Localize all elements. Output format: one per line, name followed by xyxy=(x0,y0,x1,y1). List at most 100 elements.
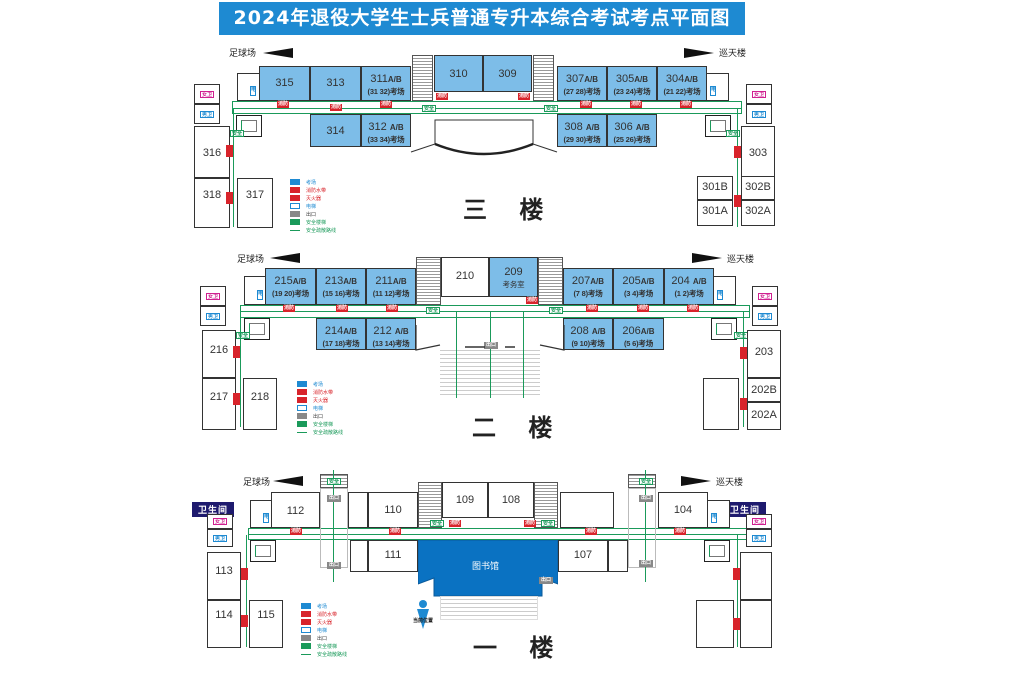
room-301b[interactable]: 301B xyxy=(697,176,733,200)
room-309[interactable]: 309 xyxy=(483,55,532,92)
room-213[interactable]: 213A/B(15 16)考场 xyxy=(316,268,366,305)
room-205[interactable]: 205A/B(3 4)考场 xyxy=(613,268,664,305)
direction-right-label: 巡天楼 xyxy=(719,48,747,58)
fire-hydrant-icon: 消防 xyxy=(380,101,392,108)
legend: 考场 消防水带 灭火器 电梯 出口 安全楼梯 安全疏散路线 xyxy=(297,380,367,436)
room-109[interactable]: 109 xyxy=(442,482,488,518)
library[interactable] xyxy=(418,540,558,598)
room-211[interactable]: 211A/B(11 12)考场 xyxy=(366,268,416,305)
restroom-female-icon: 女卫 xyxy=(758,293,772,300)
fire-hydrant-icon: 消防 xyxy=(330,104,342,111)
room-111[interactable]: 111 xyxy=(368,540,418,572)
side-room xyxy=(348,492,368,528)
room-208[interactable]: 208 A/B(9 10)考场 xyxy=(563,318,613,350)
room-204[interactable]: 204 A/B(1 2)考场 xyxy=(664,268,714,305)
room-212[interactable]: 212 A/B(13 14)考场 xyxy=(366,318,416,350)
room-317[interactable]: 317 xyxy=(237,178,273,228)
restroom-male: 男卫 xyxy=(207,529,233,547)
legend-item: 消防水带 xyxy=(301,610,371,618)
evacuation-route xyxy=(737,535,738,647)
room-302a[interactable]: 302A xyxy=(741,200,775,226)
room-214[interactable]: 214A/B(17 18)考场 xyxy=(316,318,366,350)
elevator-icon: 电 xyxy=(263,513,269,523)
legend-item: 出口 xyxy=(301,634,371,642)
legend-item: 安全楼梯 xyxy=(290,218,360,226)
safe-stair-icon: 安全 xyxy=(734,332,748,339)
fire-hydrant-icon xyxy=(734,146,741,158)
room-313[interactable]: 313 xyxy=(310,66,361,101)
room-217[interactable]: 217 xyxy=(202,378,236,430)
room-304[interactable]: 304A/B(21 22)考场 xyxy=(657,66,707,101)
restroom-female-icon: 女卫 xyxy=(752,518,766,525)
exit-icon: 出口 xyxy=(484,342,498,349)
room-311[interactable]: 311A/B(31 32)考场 xyxy=(361,66,411,101)
room-318[interactable]: 318 xyxy=(194,178,230,228)
room-218[interactable]: 218 xyxy=(243,378,277,430)
spiral-staircase xyxy=(711,318,737,340)
fire-hydrant-icon xyxy=(241,615,248,627)
restroom-male-icon: 男卫 xyxy=(206,313,220,320)
restroom-male: 男卫 xyxy=(194,104,220,124)
restroom-male-icon: 男卫 xyxy=(213,535,227,542)
room-215[interactable]: 215A/B(19 20)考场 xyxy=(265,268,316,305)
room-307[interactable]: 307A/B(27 28)考场 xyxy=(557,66,607,101)
restroom-tag: 卫生间 xyxy=(724,502,767,517)
fire-hydrant-icon xyxy=(733,568,740,580)
fire-hydrant-icon: 消防 xyxy=(526,297,538,304)
room-312[interactable]: 312 A/B(33 34)考场 xyxy=(361,114,411,147)
room-202b[interactable]: 202B xyxy=(747,378,781,402)
room-310[interactable]: 310 xyxy=(434,55,483,92)
evacuation-route xyxy=(240,312,241,427)
fire-hydrant-icon: 消防 xyxy=(585,528,597,535)
fire-hydrant-icon: 消防 xyxy=(290,528,302,535)
exit-icon: 出口 xyxy=(539,577,553,584)
room-305[interactable]: 305A/B(23 24)考场 xyxy=(607,66,657,101)
room-306[interactable]: 306 A/B(25 26)考场 xyxy=(607,114,657,147)
safe-stair-icon xyxy=(290,219,300,225)
room-314[interactable]: 314 xyxy=(310,114,361,147)
room-308[interactable]: 308 A/B(29 30)考场 xyxy=(557,114,607,147)
room-203[interactable]: 203 xyxy=(747,330,781,378)
side-room xyxy=(350,540,368,572)
side-room: 电 xyxy=(250,500,272,528)
exit-icon xyxy=(301,635,311,641)
exit-icon: 出口 xyxy=(639,560,653,567)
staircase-left xyxy=(416,257,441,305)
side-room: 电 xyxy=(708,500,730,528)
fire-hydrant-icon xyxy=(301,611,311,617)
legend-item: 灭火器 xyxy=(290,194,360,202)
fire-hydrant-icon xyxy=(297,389,307,395)
room-104[interactable]: 104 xyxy=(658,492,708,528)
corridor xyxy=(240,305,750,318)
side-room xyxy=(696,600,734,648)
room-207[interactable]: 207A/B(7 8)考场 xyxy=(563,268,613,305)
room-302b[interactable]: 302B xyxy=(741,176,775,200)
room-210[interactable]: 210 xyxy=(441,257,489,297)
entrance-corridor xyxy=(628,488,656,568)
side-room xyxy=(740,600,772,648)
room-301a[interactable]: 301A xyxy=(697,200,733,226)
room-216[interactable]: 216 xyxy=(202,330,236,378)
arrow-right-icon xyxy=(684,48,714,58)
room-112[interactable]: 112 xyxy=(271,492,320,528)
spiral-staircase xyxy=(705,115,731,137)
room-113[interactable]: 113 xyxy=(207,552,241,600)
room-115[interactable]: 115 xyxy=(249,600,283,648)
exit-icon: 出口 xyxy=(639,495,653,502)
room-110[interactable]: 110 xyxy=(368,492,418,528)
evacuation-route xyxy=(645,470,646,582)
fire-hydrant-icon: 消防 xyxy=(586,305,598,312)
room-316[interactable]: 316 xyxy=(194,126,230,178)
room-303[interactable]: 303 xyxy=(741,126,775,178)
restroom-male: 男卫 xyxy=(752,306,778,326)
room-202a[interactable]: 202A xyxy=(747,402,781,430)
elevator-icon xyxy=(290,203,300,209)
room-108[interactable]: 108 xyxy=(488,482,534,518)
evacuation-route xyxy=(233,108,741,109)
evacuation-route xyxy=(249,534,757,535)
room-114[interactable]: 114 xyxy=(207,600,241,648)
room-107[interactable]: 107 xyxy=(558,540,608,572)
room-206[interactable]: 206A/B(5 6)考场 xyxy=(613,318,664,350)
room-315[interactable]: 315 xyxy=(259,66,310,101)
